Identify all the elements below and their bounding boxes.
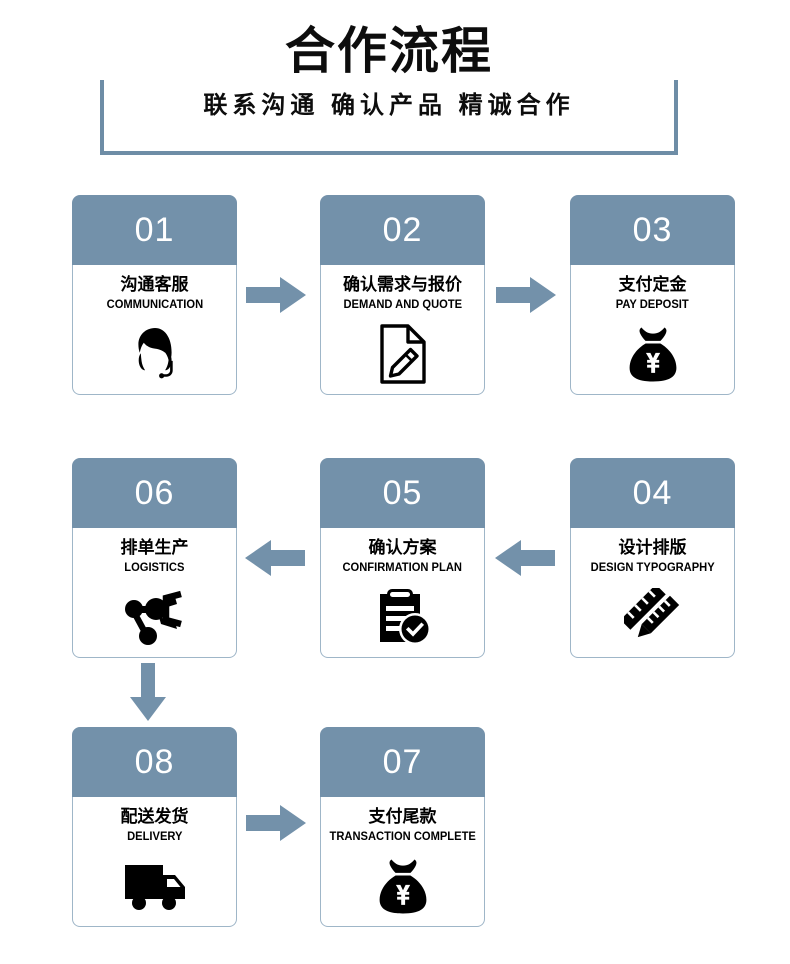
- step-title-cn-04: 设计排版: [618, 538, 687, 557]
- page-subtitle: 联系沟通 确认产品 精诚合作: [203, 92, 575, 119]
- step-card-05[interactable]: 05 确认方案 CONFIRMATION PLAN: [320, 458, 485, 658]
- step-body-06: 排单生产 LOGISTICS: [72, 528, 237, 658]
- step-number-07: 07: [320, 727, 485, 797]
- step-title-en-03: PAY DEPOSIT: [615, 297, 689, 311]
- step-card-01[interactable]: 01 沟通客服 COMMUNICATION: [72, 195, 237, 395]
- step-title-en-08: DELIVERY: [126, 829, 183, 843]
- step-body-03: 支付定金 PAY DEPOSIT: [570, 265, 735, 395]
- pencil-ruler-icon: [571, 576, 734, 657]
- frame-right-segment: [674, 51, 678, 155]
- step-title-en-07: TRANSACTION COMPLETE: [329, 829, 476, 843]
- step-body-02: 确认需求与报价 DEMAND AND QUOTE: [320, 265, 485, 395]
- frame-left-segment: [100, 51, 104, 155]
- robot-arm-node-icon: [73, 576, 236, 657]
- step-title-cn-06: 排单生产: [120, 538, 189, 557]
- step-body-05: 确认方案 CONFIRMATION PLAN: [320, 528, 485, 658]
- step-title-cn-08: 配送发货: [120, 807, 189, 826]
- arrow-left-icon-05-06: [243, 538, 305, 578]
- step-card-08[interactable]: 08 配送发货 DELIVERY: [72, 727, 237, 927]
- step-number-01: 01: [72, 195, 237, 265]
- step-card-07[interactable]: 07 支付尾款 TRANSACTION COMPLETE: [320, 727, 485, 927]
- arrow-right-icon-08-07: [246, 803, 306, 843]
- step-title-en-01: COMMUNICATION: [106, 297, 203, 311]
- step-body-07: 支付尾款 TRANSACTION COMPLETE: [320, 797, 485, 927]
- step-title-en-04: DESIGN TYPOGRAPHY: [590, 560, 715, 574]
- customer-service-agent-icon: [73, 313, 236, 394]
- document-pencil-icon: [321, 313, 484, 394]
- arrow-right-icon-02-03: [496, 275, 556, 315]
- step-body-01: 沟通客服 COMMUNICATION: [72, 265, 237, 395]
- step-title-en-06: LOGISTICS: [124, 560, 185, 574]
- step-title-cn-03: 支付定金: [618, 275, 687, 294]
- step-number-06: 06: [72, 458, 237, 528]
- step-card-04[interactable]: 04 设计排版 DESIGN TYPOGRAPHY: [570, 458, 735, 658]
- step-body-08: 配送发货 DELIVERY: [72, 797, 237, 927]
- step-number-08: 08: [72, 727, 237, 797]
- step-card-02[interactable]: 02 确认需求与报价 DEMAND AND QUOTE: [320, 195, 485, 395]
- step-number-04: 04: [570, 458, 735, 528]
- step-title-cn-01: 沟通客服: [120, 275, 189, 294]
- step-title-cn-02: 确认需求与报价: [343, 275, 462, 294]
- arrow-right-icon-01-02: [246, 275, 306, 315]
- step-title-cn-07: 支付尾款: [368, 807, 437, 826]
- step-number-05: 05: [320, 458, 485, 528]
- header-banner: 合作流程 联系沟通 确认产品 精诚合作: [100, 22, 678, 155]
- arrow-left-icon-04-05: [493, 538, 555, 578]
- money-bag-yen-icon: [571, 313, 734, 394]
- step-number-02: 02: [320, 195, 485, 265]
- step-title-en-05: CONFIRMATION PLAN: [342, 560, 463, 574]
- step-card-06[interactable]: 06 排单生产 LOGISTICS: [72, 458, 237, 658]
- step-title-en-02: DEMAND AND QUOTE: [343, 297, 462, 311]
- step-body-04: 设计排版 DESIGN TYPOGRAPHY: [570, 528, 735, 658]
- money-bag-yen-icon: [321, 845, 484, 926]
- frame-bottom-segment: [100, 151, 678, 155]
- page-title: 合作流程: [100, 22, 678, 80]
- step-number-03: 03: [570, 195, 735, 265]
- step-title-cn-05: 确认方案: [368, 538, 437, 557]
- clipboard-check-icon: [321, 576, 484, 657]
- arrow-down-icon-06-08: [128, 663, 168, 721]
- delivery-truck-icon: [73, 845, 236, 926]
- step-card-03[interactable]: 03 支付定金 PAY DEPOSIT: [570, 195, 735, 395]
